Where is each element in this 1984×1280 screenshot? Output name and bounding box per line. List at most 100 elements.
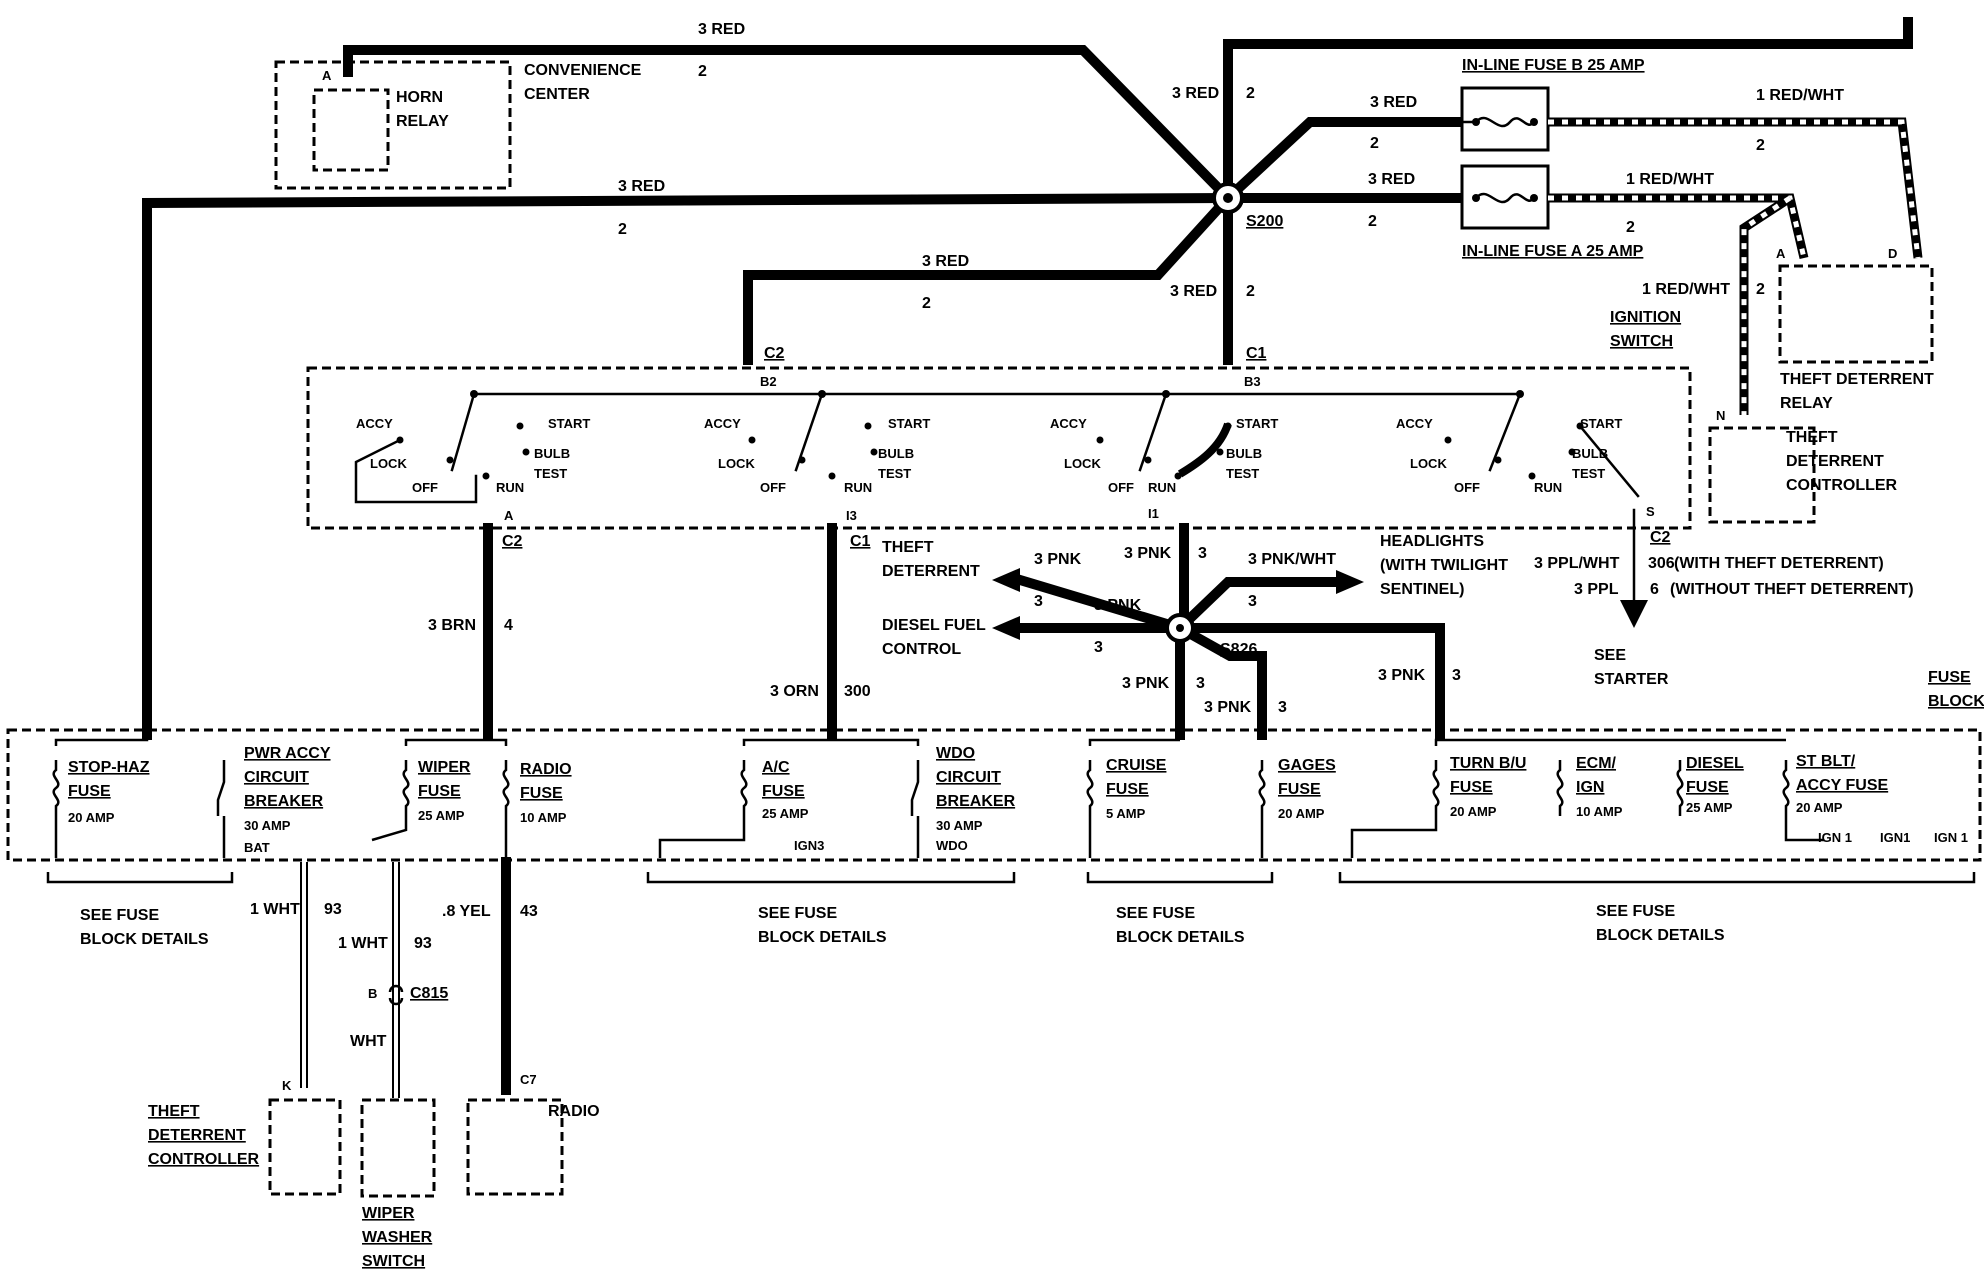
fuse-block-title-2: BLOCK	[1928, 693, 1984, 710]
radio-fuse-label-2: FUSE	[520, 785, 563, 802]
bottom-tdc-label-2: DETERRENT	[148, 1127, 246, 1144]
stop-haz-amp: 20 AMP	[68, 810, 115, 825]
wire-label: 3 PNK/WHT	[1248, 551, 1336, 568]
wdo-label: WDO	[936, 745, 975, 762]
wire-num: 93	[414, 935, 432, 952]
switch-off: OFF	[760, 480, 786, 495]
gages-amp: 20 AMP	[1278, 806, 1325, 821]
wire-note: (WITH THEFT DETERRENT)	[1674, 555, 1884, 572]
wire-num: 6	[1650, 581, 1659, 598]
switch-test: TEST	[1572, 466, 1605, 481]
horn-pin-a: A	[322, 68, 332, 83]
switch-start: START	[1236, 416, 1278, 431]
wire-num: 300	[844, 683, 871, 700]
switch-accy: ACCY	[1396, 416, 1433, 431]
splice-s826-label: S826	[1220, 641, 1257, 658]
pwr-accy-label: PWR ACCY	[244, 745, 331, 762]
radio-fuse-label: RADIO	[520, 761, 572, 778]
radio-box	[466, 1098, 564, 1196]
wire-label: 3 PPL/WHT	[1534, 555, 1620, 572]
theft-det-label-2: DETERRENT	[882, 563, 980, 580]
wire-num: 2	[1370, 135, 1379, 152]
wire-num: 3	[1034, 593, 1043, 610]
inline-fuse-a: IN-LINE FUSE A 25 AMP	[1460, 164, 1644, 260]
diesel-fuse-label: DIESEL	[1686, 755, 1744, 772]
wiper-washer-label-3: SWITCH	[362, 1253, 425, 1270]
switch-section-2: ACCY LOCK OFF RUN START BULB TEST	[704, 390, 930, 495]
fuse-a-label: IN-LINE FUSE A 25 AMP	[1462, 243, 1644, 260]
wiper-fuse-label: WIPER	[418, 759, 471, 776]
wire-num: 2	[1246, 85, 1255, 102]
theft-relay-pin-a: A	[1776, 246, 1786, 261]
wire-num: 2	[1756, 281, 1765, 298]
switch-test: TEST	[878, 466, 911, 481]
see-fuse-label: SEE FUSE	[80, 907, 159, 924]
switch-bulb: BULB	[1226, 446, 1262, 461]
splice-s200-dot	[1223, 193, 1233, 203]
switch-lock: LOCK	[718, 456, 755, 471]
ign1-b: IGN1	[1880, 830, 1910, 845]
wire-label: 3 RED	[618, 178, 665, 195]
turn-fuse-label-2: FUSE	[1450, 779, 1493, 796]
theft-relay-box	[1778, 264, 1934, 364]
switch-section-1: ACCY LOCK OFF RUN START BULB TEST	[354, 390, 590, 504]
ac-fuse-label-2: FUSE	[762, 783, 805, 800]
wire-label: 3 RED	[1170, 283, 1217, 300]
horn-relay-box	[312, 88, 390, 172]
wire-num: 2	[698, 63, 707, 80]
switch-bulb: BULB	[878, 446, 914, 461]
wire-num: 3	[1452, 667, 1461, 684]
wiper-washer-switch-box	[360, 1098, 436, 1198]
theft-relay-label: THEFT DETERRENT	[1780, 371, 1934, 388]
connector-c2-label: C2	[764, 345, 785, 362]
theft-relay-pin-d: D	[1888, 246, 1897, 261]
switch-accy: ACCY	[1050, 416, 1087, 431]
radio-amp: 10 AMP	[520, 810, 567, 825]
bottom-wires	[300, 857, 511, 1098]
wire-label: 1 RED/WHT	[1642, 281, 1730, 298]
st-blt-label-2: ACCY FUSE	[1796, 777, 1888, 794]
see-fuse-label: SEE FUSE	[758, 905, 837, 922]
wire-label: 1 RED/WHT	[1756, 87, 1844, 104]
wire-label: 3 PNK	[1122, 675, 1170, 692]
relay-label: RELAY	[396, 113, 449, 130]
wiper-fuse-label-2: FUSE	[418, 783, 461, 800]
splice-s200-label: S200	[1246, 213, 1283, 230]
cruise-fuse-label: CRUISE	[1106, 757, 1167, 774]
out-s-pin: S	[1646, 504, 1655, 519]
switch-label: SWITCH	[1610, 333, 1673, 350]
wire-label: 3 RED	[922, 253, 969, 270]
ignition-switch: IGNITION SWITCH C2 B2 C1 B3	[306, 309, 1692, 530]
switch-bulb: BULB	[1572, 446, 1608, 461]
headlights-label: HEADLIGHTS	[1380, 533, 1484, 550]
bottom-tdc-label-3: CONTROLLER	[148, 1151, 260, 1168]
wire-label: 3 PNK	[1094, 597, 1142, 614]
fuse-symbols	[52, 735, 1824, 858]
c815-label: C815	[410, 985, 448, 1002]
out-i3-pin: I3	[846, 508, 857, 523]
wire-label: 1 RED/WHT	[1626, 171, 1714, 188]
c815-pin: B	[368, 986, 377, 1001]
fuse-block-title: FUSE	[1928, 669, 1971, 686]
wire-label: 3 PNK	[1378, 667, 1426, 684]
see-fuse-label-2: BLOCK DETAILS	[758, 929, 887, 946]
pin-b3-label: B3	[1244, 374, 1261, 389]
theft-relay-label-2: RELAY	[1780, 395, 1833, 412]
theft-controller-pin-n: N	[1716, 408, 1725, 423]
wire-num: 3	[1094, 639, 1103, 656]
switch-start: START	[1580, 416, 1622, 431]
ac-fuse-label: A/C	[762, 759, 790, 776]
wire-label: 3 PNK	[1034, 551, 1082, 568]
switch-run: RUN	[844, 480, 872, 495]
pwr-accy-label-3: BREAKER	[244, 793, 324, 810]
theft-controller-label: THEFT	[1786, 429, 1838, 446]
switch-run: RUN	[1534, 480, 1562, 495]
convenience-center-box	[274, 60, 512, 190]
pwr-accy-label-2: CIRCUIT	[244, 769, 309, 786]
wire-battery-feed	[1223, 17, 1913, 203]
bottom-theft-controller-box	[268, 1098, 342, 1196]
wire-label: 3 RED	[1370, 94, 1417, 111]
wire-label: 3 RED	[698, 21, 745, 38]
radio-label: RADIO	[548, 1103, 600, 1120]
wire-label: 3 RED	[1172, 85, 1219, 102]
